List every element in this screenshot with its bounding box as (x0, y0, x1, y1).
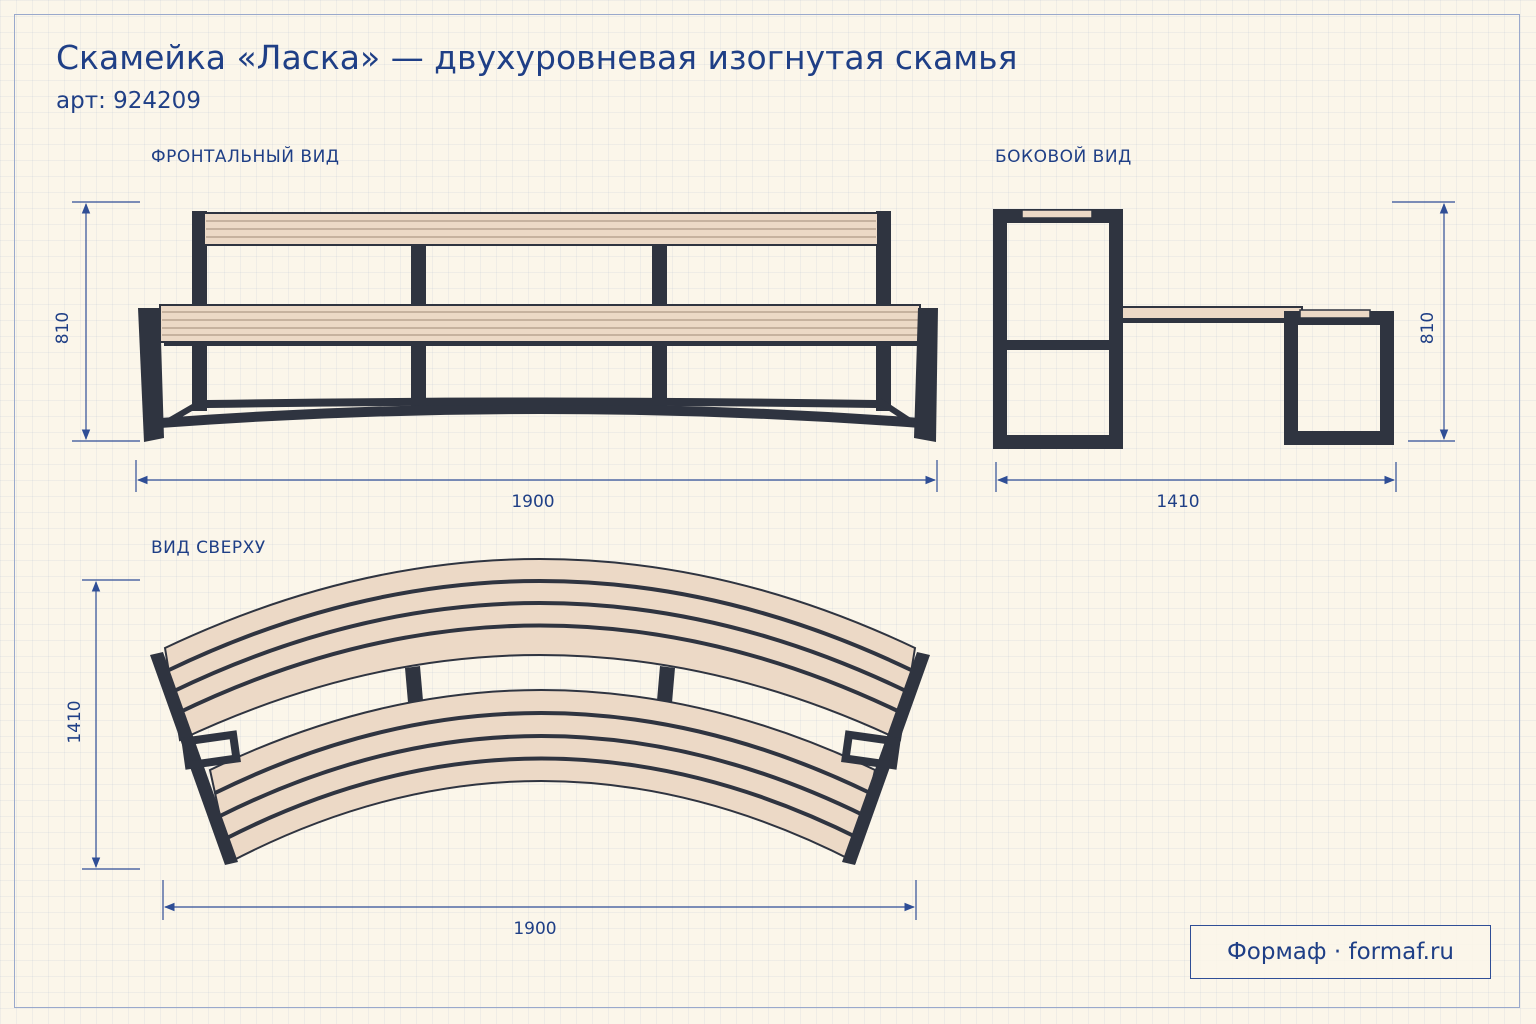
side-depth-value: 1410 (1156, 492, 1199, 512)
side-height-value: 810 (1418, 312, 1438, 344)
top-width-value: 1900 (513, 919, 556, 939)
front-view-label: ФРОНТАЛЬНЫЙ ВИД (151, 147, 340, 167)
side-seat-plank (1111, 306, 1303, 320)
front-side-frame-right (914, 308, 938, 442)
brand-label: Формаф · formaf.ru (1190, 925, 1491, 979)
front-width-dimension (135, 460, 938, 492)
front-height-dimension (72, 201, 140, 442)
top-depth-dimension (82, 579, 140, 870)
top-width-dimension (162, 880, 917, 920)
side-depth-dimension (995, 462, 1397, 492)
page-title: Скамейка «Ласка» — двухуровневая изогнут… (56, 38, 1018, 77)
side-height-dimension (1392, 201, 1455, 442)
front-seat (159, 304, 921, 343)
article-number: арт: 924209 (56, 88, 201, 114)
side-tall-frame (993, 209, 1123, 449)
front-height-value: 810 (53, 312, 73, 344)
front-bottom-rail (160, 404, 920, 428)
top-view-drawing (150, 558, 930, 865)
side-low-frame (1284, 309, 1394, 445)
top-depth-value: 1410 (65, 700, 85, 743)
top-end-frame-right (842, 652, 930, 865)
top-end-frame-left (150, 652, 238, 865)
side-view-drawing (993, 209, 1394, 449)
front-view-drawing (138, 211, 938, 442)
top-view-label: ВИД СВЕРХУ (151, 538, 266, 558)
front-side-frame-left (138, 308, 164, 442)
drawing-frame (14, 14, 1520, 1008)
side-view-label: БОКОВОЙ ВИД (995, 147, 1132, 167)
front-width-value: 1900 (511, 492, 554, 512)
